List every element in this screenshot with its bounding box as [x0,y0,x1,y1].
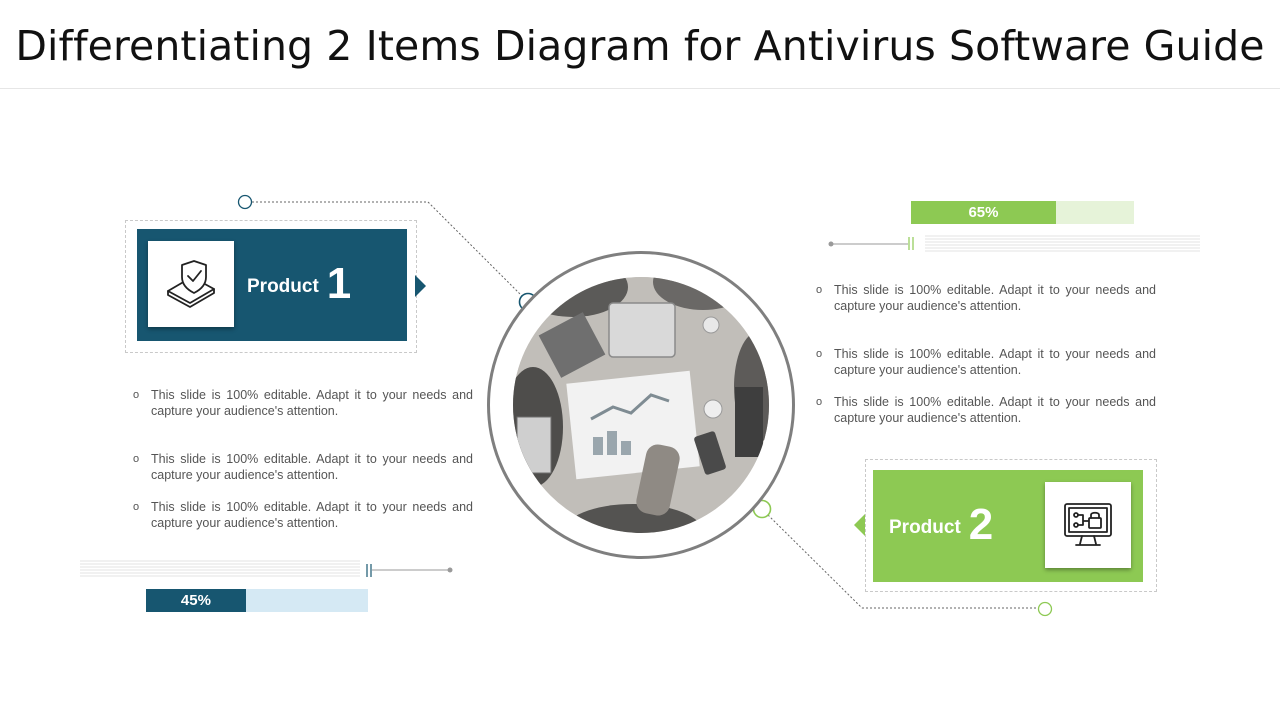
connector-node-p2-end [1037,601,1053,617]
center-photo [513,277,769,533]
slide-title: Differentiating 2 Items Diagram for Anti… [15,22,1265,70]
title-divider [0,88,1280,89]
bullet-circle-icon: o [133,389,140,401]
product1-progress-label: 45% [180,592,211,609]
product1-card: Product 1 [137,229,407,341]
connector-node-p1-start [237,194,253,210]
product2-number: 2 [968,500,994,549]
product2-word: Product [889,517,961,538]
product1-number: 1 [326,259,352,308]
product1-label: Product 1 [247,259,351,309]
monitor-lock-icon [1064,503,1112,546]
right-decor-lines [925,235,1200,252]
product1-bullet: o This slide is 100% editable. Adapt it … [133,500,473,530]
product1-pointer [415,275,426,297]
product2-progress-track: 65% [911,201,1134,224]
left-decor-lines [80,560,360,577]
product2-label: Product 2 [889,500,993,550]
product1-bullet: o This slide is 100% editable. Adapt it … [133,388,473,418]
bullet-circle-icon: o [816,348,823,360]
bullet-circle-icon: o [816,284,823,296]
product2-pointer [854,514,865,536]
meeting-photo-illustration [513,277,769,533]
product1-bullet: o This slide is 100% editable. Adapt it … [133,452,473,482]
product2-progress-label: 65% [968,204,999,221]
product1-icon-tile [148,241,234,327]
product1-word: Product [247,276,319,297]
product2-bullet: o This slide is 100% editable. Adapt it … [816,347,1156,377]
product2-progress-fill: 65% [911,201,1056,224]
shield-device-icon [167,260,215,308]
bullet-circle-icon: o [133,453,140,465]
product1-progress-fill: 45% [146,589,246,612]
product2-frame [865,459,1157,592]
bullet-circle-icon: o [133,501,140,513]
product2-bullet: o This slide is 100% editable. Adapt it … [816,283,1156,313]
product2-card: Product 2 [873,470,1143,582]
product2-bullet: o This slide is 100% editable. Adapt it … [816,395,1156,425]
product2-icon-tile [1045,482,1131,568]
bullet-circle-icon: o [816,396,823,408]
product1-progress-track: 45% [146,589,368,612]
